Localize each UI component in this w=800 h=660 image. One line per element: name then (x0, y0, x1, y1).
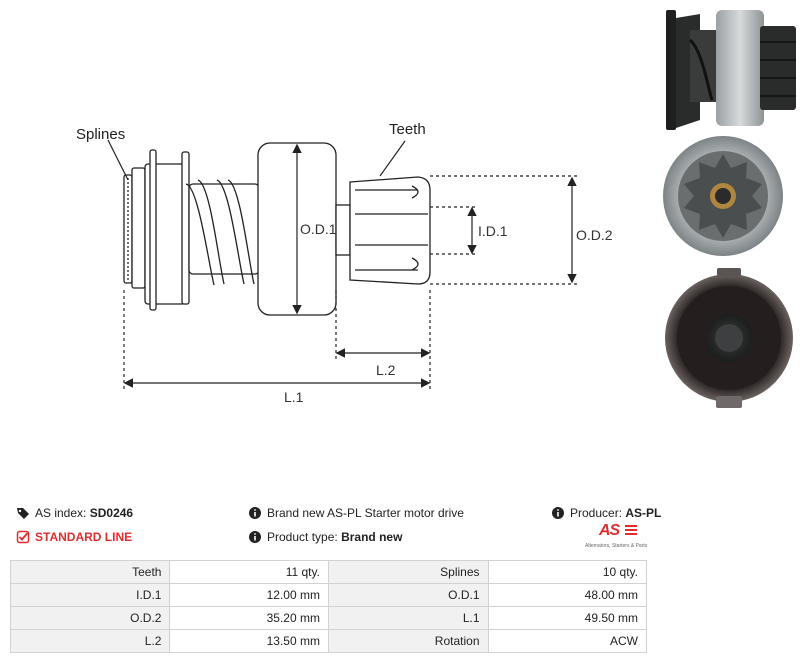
dimension-lines (107, 139, 578, 390)
info-icon (552, 507, 564, 519)
front-view-photo (663, 136, 783, 256)
spec-value: 10 qty. (487, 560, 647, 584)
rear-view-photo (665, 268, 793, 408)
logo-bars (625, 525, 637, 537)
spec-label: L.1 (327, 606, 489, 630)
spec-value: 48.00 mm (487, 583, 647, 607)
od2-label: O.D.2 (576, 227, 613, 243)
spec-label: Rotation (327, 629, 489, 653)
logo-mark: AS (599, 522, 620, 539)
info-icon (249, 531, 261, 543)
checkbox-checked-icon (16, 530, 30, 544)
logo-subtitle: Alternators, Starters & Parts (585, 543, 648, 549)
spec-value: ACW (487, 629, 647, 653)
spec-value: 13.50 mm (169, 629, 329, 653)
spec-label: L.2 (9, 629, 171, 653)
table-row: O.D.2 35.20 mm L.1 49.50 mm (9, 606, 647, 630)
splines-label: Splines (76, 126, 125, 143)
standard-line-row: STANDARD LINE (16, 530, 132, 544)
spec-label: O.D.2 (9, 606, 171, 630)
standard-line-label: STANDARD LINE (35, 530, 133, 544)
as-logo: AS Alternators, Starters & Parts (585, 522, 651, 552)
description-row: Brand new AS-PL Starter motor drive (248, 506, 464, 520)
side-view-photo (666, 10, 796, 130)
spec-label: O.D.1 (327, 583, 489, 607)
description-text: Brand new AS-PL Starter motor drive (267, 506, 464, 520)
info-icon (249, 507, 261, 519)
technical-drawing: Splines Teeth O.D.1 I.D.1 O.D.2 L.2 L.1 (76, 10, 796, 408)
product-type-value: Brand new (341, 530, 403, 544)
spec-value: 35.20 mm (169, 606, 329, 630)
producer-label: Producer: (570, 506, 623, 520)
table-row: I.D.1 12.00 mm O.D.1 48.00 mm (9, 583, 647, 607)
spec-value: 11 qty. (169, 560, 329, 584)
spec-value: 12.00 mm (169, 583, 329, 607)
table-row: L.2 13.50 mm Rotation ACW (9, 629, 647, 653)
specs-table: Teeth 11 qty. Splines 10 qty. I.D.1 12.0… (9, 560, 647, 653)
table-row: Teeth 11 qty. Splines 10 qty. (9, 560, 647, 584)
l2-label: L.2 (376, 362, 396, 378)
spec-label: Teeth (9, 560, 171, 584)
as-index-value: SD0246 (89, 506, 134, 520)
spec-label: I.D.1 (9, 583, 171, 607)
l1-label: L.1 (284, 389, 304, 405)
as-index-label: AS index: (35, 506, 87, 520)
spec-value: 49.50 mm (487, 606, 647, 630)
product-type-row: Product type: Brand new (248, 530, 402, 544)
id1-label: I.D.1 (478, 223, 508, 239)
teeth-label: Teeth (389, 121, 426, 138)
tag-icon (17, 508, 29, 519)
od1-label: O.D.1 (300, 221, 337, 237)
producer-value: AS-PL (625, 506, 662, 520)
producer-row: Producer: AS-PL (551, 506, 661, 520)
as-index-row: AS index: SD0246 (16, 506, 133, 520)
product-type-label: Product type: (267, 530, 338, 544)
spec-label: Splines (327, 560, 489, 584)
drive-outline (123, 142, 431, 316)
